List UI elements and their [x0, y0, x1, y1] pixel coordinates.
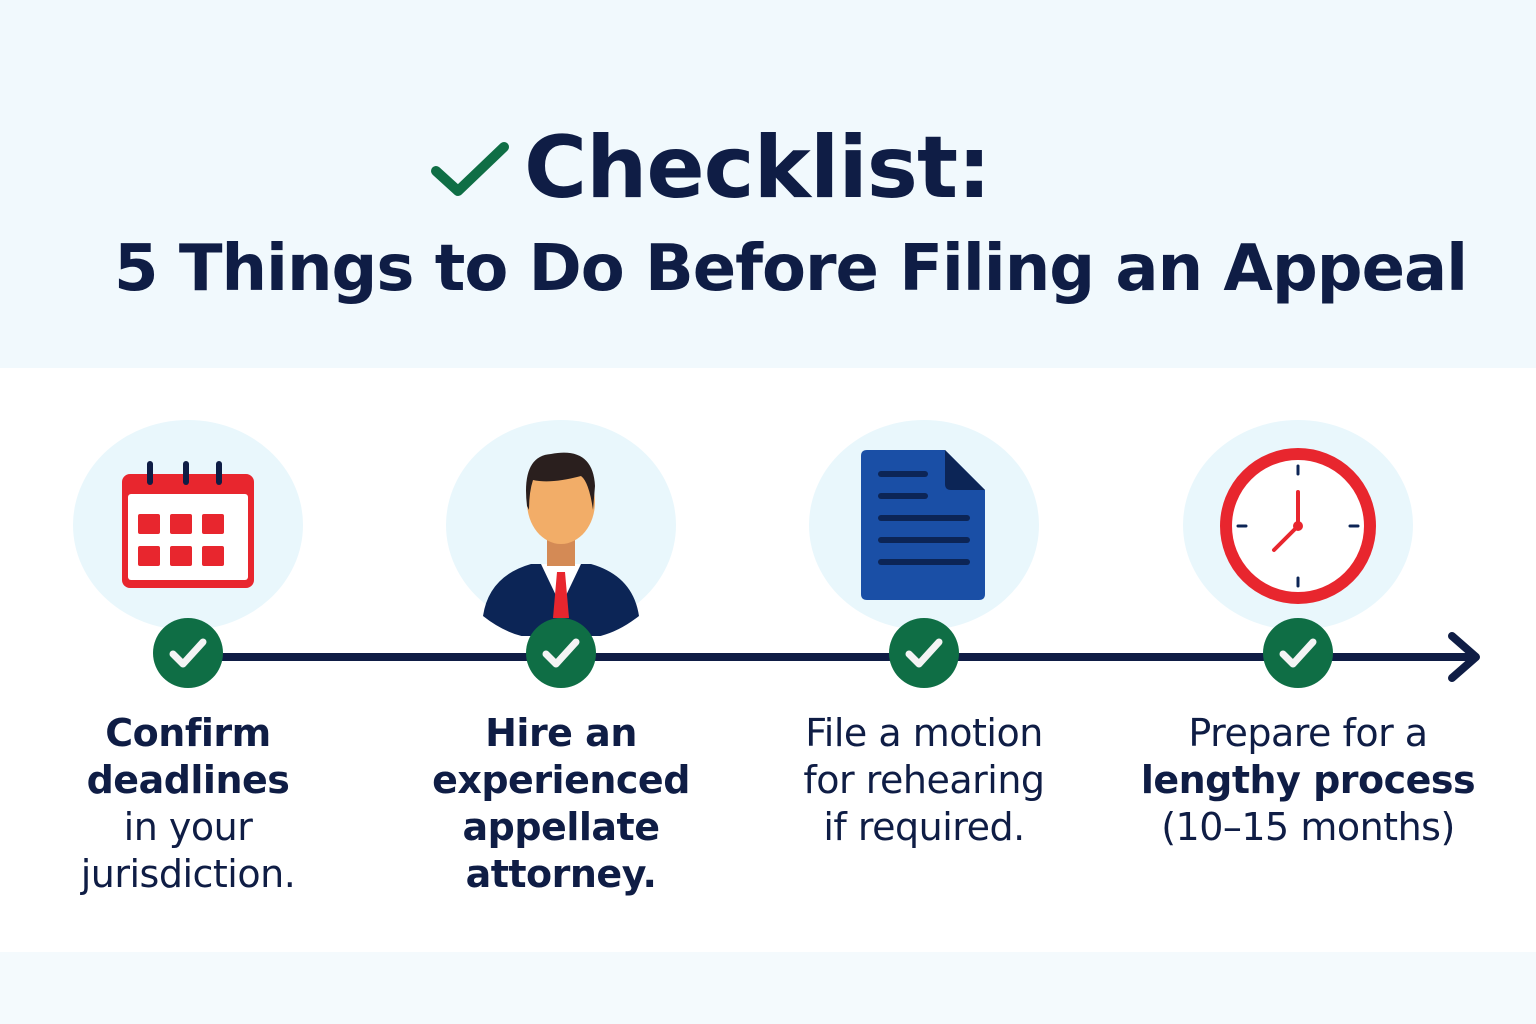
step-label: File a motion for rehearing if required.: [744, 710, 1104, 851]
attorney-icon: [483, 452, 639, 636]
label-line: Confirm: [105, 711, 271, 755]
label-line: File a motion: [805, 711, 1043, 755]
title-row: Checklist:: [430, 118, 991, 218]
clock-icon: [1220, 448, 1376, 604]
calendar-icon: [122, 461, 254, 588]
page-title: Checklist:: [524, 118, 991, 218]
arrow-head-icon: [1448, 632, 1480, 682]
label-line: deadlines: [86, 758, 290, 802]
label-line: lengthy process: [1140, 758, 1476, 802]
step-label: Confirm deadlines in your jurisdiction.: [8, 710, 368, 898]
step-label: Hire an experienced appellate attorney.: [381, 710, 741, 898]
header-band: [0, 0, 1536, 368]
check-badge-icon: [526, 618, 596, 688]
check-badge-icon: [1263, 618, 1333, 688]
label-line: for rehearing: [803, 758, 1045, 802]
checkmark-icon: [431, 142, 509, 196]
step-label: Prepare for a lengthy process (10–15 mon…: [1128, 710, 1488, 851]
label-line: Prepare for a: [1188, 711, 1428, 755]
label-line: attorney.: [465, 852, 657, 896]
footer-band: [0, 952, 1536, 1024]
label-line: if required.: [823, 805, 1025, 849]
document-icon: [861, 450, 985, 600]
check-badge-icon: [153, 618, 223, 688]
label-line: (10–15 months): [1161, 805, 1455, 849]
page-subtitle: 5 Things to Do Before Filing an Appeal: [114, 232, 1468, 306]
label-line: experienced: [432, 758, 690, 802]
label-line: jurisdiction.: [80, 852, 296, 896]
label-line: Hire an: [485, 711, 637, 755]
label-line: in your: [123, 805, 253, 849]
check-badge-icon: [889, 618, 959, 688]
label-line: appellate: [462, 805, 660, 849]
